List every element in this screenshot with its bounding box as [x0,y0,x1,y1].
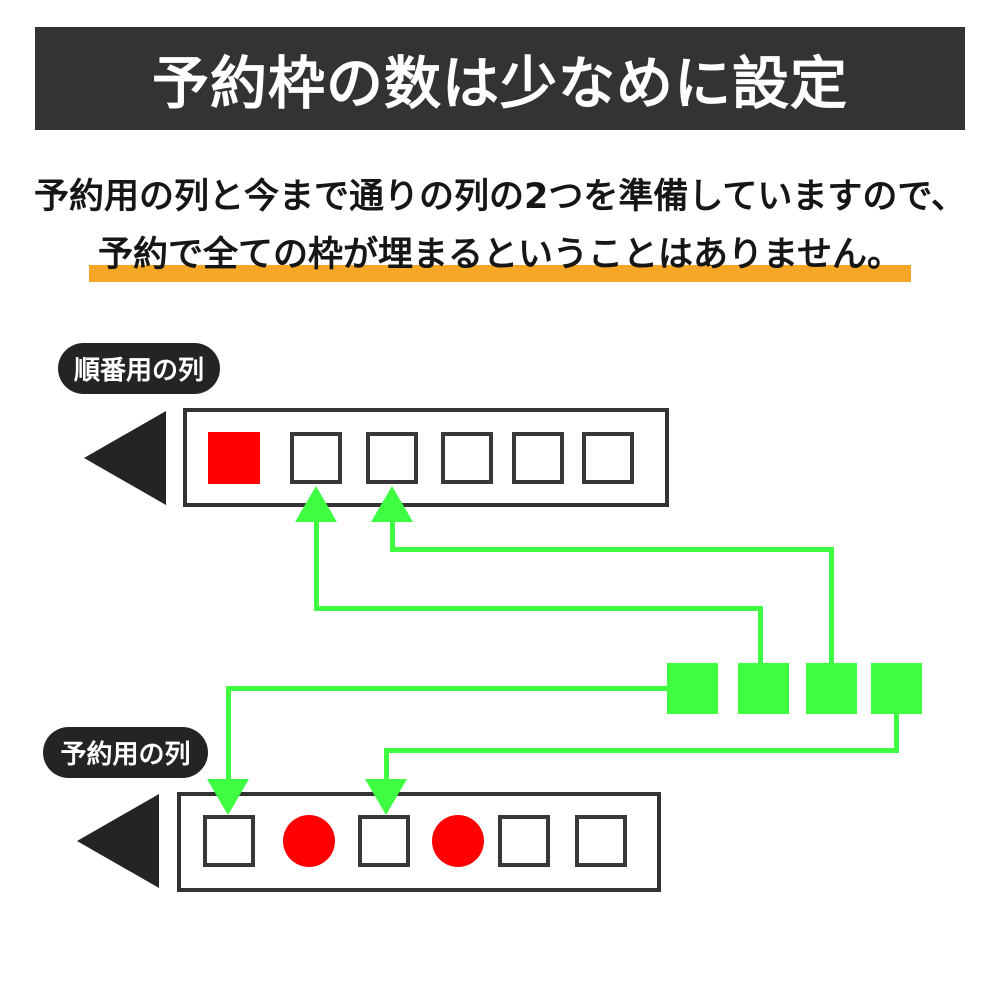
empty-slot [441,432,493,484]
empty-slot [366,432,418,484]
connector-line [226,686,231,781]
description-line-2: 予約で全ての枠が埋まるということはありません。 [0,226,1000,282]
connector-line [384,748,389,781]
empty-slot [582,432,634,484]
connector-line [390,547,834,552]
description-line-1: 予約用の列と今まで通りの列の2つを準備していますので、 [34,177,966,217]
customer-square [806,663,857,714]
page-title: 予約枠の数は少なめに設定 [152,50,848,117]
green-down-arrow-icon [365,779,407,815]
connector-line [758,606,763,666]
customer-square [667,663,718,714]
order-queue-label: 順番用の列 [58,343,220,394]
left-arrow-icon [84,411,166,505]
empty-slot [512,432,564,484]
empty-slot [290,432,342,484]
connector-line [390,516,395,552]
green-down-arrow-icon [207,779,249,815]
empty-slot [498,815,550,867]
connector-line [894,712,899,752]
green-up-arrow-icon [371,486,413,522]
empty-slot [575,815,627,867]
occupied-slot [208,432,260,484]
green-up-arrow-icon [295,486,337,522]
connector-line [384,748,899,753]
reserved-slot [283,815,335,867]
customer-square [871,663,922,714]
connector-line [226,686,668,691]
connector-line [314,606,763,611]
empty-slot [358,815,410,867]
reservation-queue-label: 予約用の列 [43,727,208,778]
left-arrow-icon [77,794,159,888]
customer-square [738,663,789,714]
highlighted-text: 予約で全ての枠が埋まるということはありません。 [89,226,911,282]
connector-line [829,547,834,666]
header-banner: 予約枠の数は少なめに設定 [35,27,965,130]
connector-line [314,516,319,610]
empty-slot [203,815,255,867]
reserved-slot [432,815,484,867]
